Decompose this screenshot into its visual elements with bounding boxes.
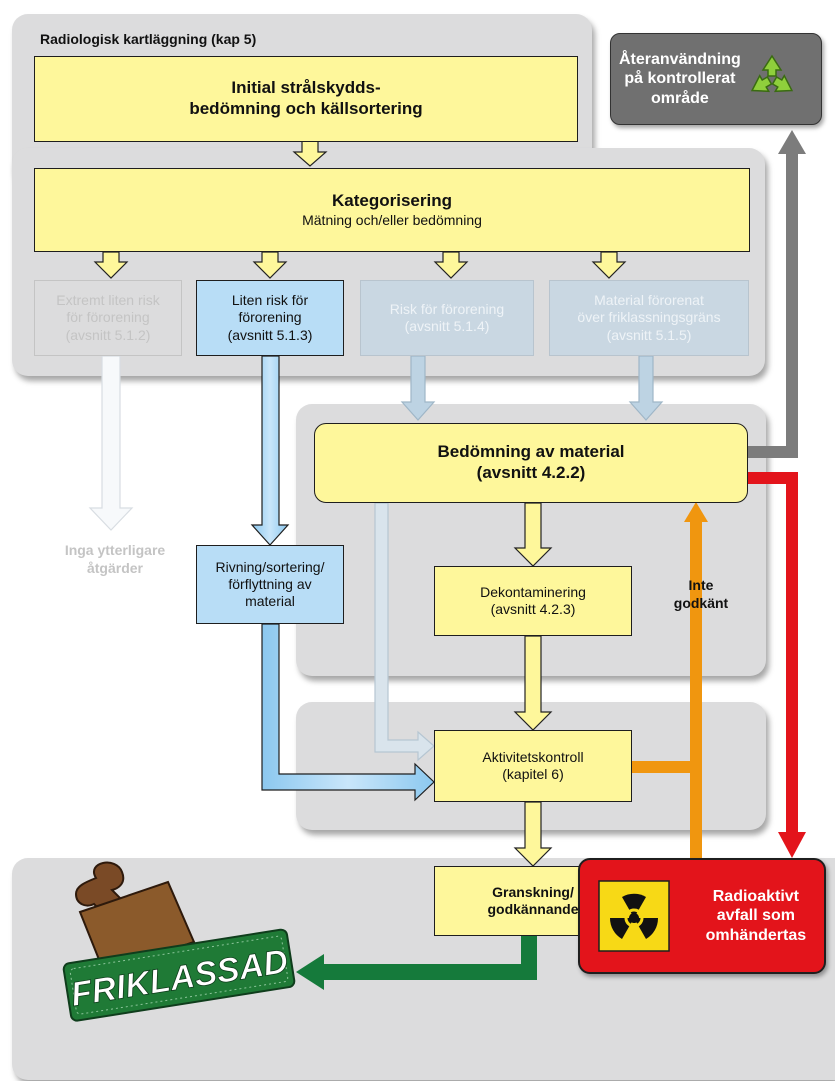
node-risk-for-fororening: Risk för förorening (avsnitt 5.1.4): [360, 280, 534, 356]
radiation-icon: [598, 880, 670, 952]
arrow-risk-to-bedomning: [400, 355, 436, 421]
label-inga-line2: åtgärder: [86, 559, 144, 576]
arrow-bedomning-to-ateranvandning: [748, 150, 798, 458]
node-radioaktivt-line3: omhändertas: [705, 926, 807, 944]
arrow-extremt-to-inga: [88, 355, 134, 531]
node-liten-line3: (avsnitt 5.1.3): [227, 326, 313, 343]
node-initial-line2: bedömning och källsortering: [189, 99, 423, 118]
label-inte-line2: godkänt: [673, 594, 729, 611]
arrow-inte-godkant-aktivitet: [632, 520, 702, 773]
node-aktivitetskontroll: Aktivitetskontroll (kapitel 6): [434, 730, 632, 802]
arrow-aktivitet-to-granskning: [513, 801, 553, 867]
label-inga-ytterligare-atgarder: Inga ytterligare åtgärder: [40, 542, 190, 577]
recycle-icon: [750, 54, 793, 93]
node-initial-stralskyddsbedomning: Initial strålskydds- bedömning och källs…: [34, 56, 578, 142]
section-title: Radiologisk kartläggning (kap 5): [40, 31, 257, 47]
arrow-inte-godkant-head: [684, 502, 708, 522]
arrow-kategorisering-to-risk: [433, 251, 469, 279]
label-inte-godkant: Inte godkänt: [656, 577, 746, 612]
arrow-granskning-to-friklassad: [318, 936, 537, 980]
node-bedomning-line1: Bedömning av material: [437, 442, 625, 462]
node-liten-risk: Liten risk för förorening (avsnitt 5.1.3…: [196, 280, 344, 356]
node-dekontaminering-line1: Dekontaminering: [480, 583, 586, 600]
node-rivning-sortering: Rivning/sortering/ förflyttning av mater…: [196, 545, 344, 624]
node-extremt-line3: (avsnitt 5.1.2): [65, 326, 151, 343]
node-bedomning-line2: (avsnitt 4.2.2): [476, 463, 586, 482]
arrow-friklassad-head: [296, 954, 324, 990]
arrow-bedomning-to-radioaktivt: [748, 472, 798, 836]
node-ateranvandning-line2: på kontrollerat: [624, 70, 736, 88]
arrow-ateranvandning-head: [778, 130, 806, 154]
node-risk-line2: (avsnitt 5.1.4): [404, 318, 490, 334]
node-aktivitet-line2: (kapitel 6): [502, 766, 564, 782]
node-dekontaminering-line2: (avsnitt 4.2.3): [490, 601, 576, 617]
node-ateranvandning: Återanvändning på kontrollerat område: [610, 33, 822, 125]
node-granskning-line2: godkännande: [487, 901, 579, 917]
arrow-kategorisering-to-liten: [252, 251, 288, 279]
arrow-material-to-bedomning: [628, 355, 664, 421]
node-ateranvandning-line3: område: [651, 89, 709, 107]
node-extremt-liten-risk: Extremt liten risk för förorening (avsni…: [34, 280, 182, 356]
node-radioaktivt-avfall: Radioaktivt avfall som omhändertas: [578, 858, 826, 974]
arrow-bedomning-to-dekontaminering: [513, 502, 553, 567]
arrow-bedomning-to-aktivitet-faded: [374, 502, 435, 762]
label-inte-line1: Inte: [688, 577, 714, 593]
node-granskning-line1: Granskning/: [492, 883, 574, 900]
node-rivning-line2: förflyttning av: [228, 575, 312, 592]
arrow-radioaktivt-head: [778, 832, 806, 858]
node-bedomning-av-material: Bedömning av material (avsnitt 4.2.2): [314, 423, 748, 503]
node-radioaktivt-line2: avfall som: [716, 907, 795, 925]
node-material-line1: Material förorenat: [594, 292, 704, 309]
node-aktivitet-line1: Aktivitetskontroll: [482, 748, 584, 765]
node-radioaktivt-line1: Radioaktivt: [712, 887, 799, 905]
label-inga-line1: Inga ytterligare: [64, 542, 166, 558]
node-material-fororenat: Material förorenat över friklassningsgrä…: [549, 280, 749, 356]
arrow-initial-to-kategorisering: [292, 139, 328, 167]
node-extremt-line1: Extremt liten risk: [56, 292, 160, 309]
node-rivning-line1: Rivning/sortering/: [215, 558, 325, 575]
node-kategorisering: Kategorisering Mätning och/eller bedömni…: [34, 168, 750, 252]
arrow-kategorisering-to-extremt: [93, 251, 129, 279]
node-rivning-line3: material: [245, 593, 295, 610]
arrow-kategorisering-to-material: [591, 251, 627, 279]
arrow-liten-to-rivning: [250, 355, 290, 546]
node-kategorisering-subtitle: Mätning och/eller bedömning: [302, 211, 482, 228]
node-initial-line1: Initial strålskydds-: [231, 78, 381, 98]
arrow-rivning-to-aktivitet: [261, 623, 435, 802]
node-material-line2: över friklassningsgräns: [577, 309, 721, 326]
node-extremt-line2: för förorening: [66, 309, 150, 326]
node-liten-line2: förorening: [238, 309, 302, 326]
node-liten-line1: Liten risk för: [231, 292, 309, 309]
node-dekontaminering: Dekontaminering (avsnitt 4.2.3): [434, 566, 632, 636]
arrow-dekontaminering-to-aktivitet: [513, 635, 553, 731]
node-kategorisering-title: Kategorisering: [332, 191, 452, 211]
node-material-line3: (avsnitt 5.1.5): [606, 326, 692, 343]
node-ateranvandning-line1: Återanvändning: [619, 50, 741, 68]
node-risk-line1: Risk för förorening: [389, 300, 505, 317]
